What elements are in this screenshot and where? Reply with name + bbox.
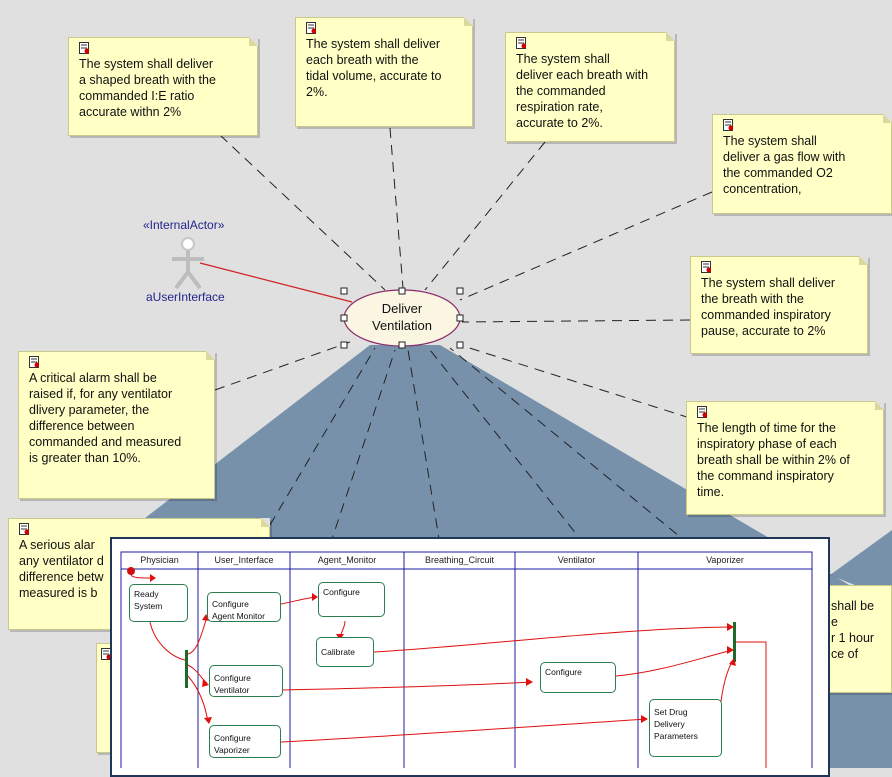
action-calibrate[interactable]: Calibrate xyxy=(316,637,374,667)
connector-v3 xyxy=(429,349,586,546)
note-o2[interactable]: The system shall deliver a gas flow with… xyxy=(712,114,892,214)
lane-physician: Physician xyxy=(140,555,179,565)
note-icon xyxy=(516,37,526,49)
note-resp-rate[interactable]: The system shall deliver each breath wit… xyxy=(505,32,675,142)
note-text: The system shall deliver a shaped breath… xyxy=(79,57,216,119)
actor-figure xyxy=(172,237,204,290)
note-text: The system shall deliver the breath with… xyxy=(701,276,836,338)
connector-pause xyxy=(461,319,691,323)
connector-insp xyxy=(459,344,691,419)
note-text: A serious alar any ventilator d differen… xyxy=(19,538,104,600)
note-tidal-volume[interactable]: The system shall deliver each breath wit… xyxy=(295,17,473,127)
note-icon xyxy=(306,22,316,34)
action-configure-agent[interactable]: Configure xyxy=(318,582,385,617)
actor-stereotype: «InternalActor» xyxy=(143,218,225,232)
action-set-drug-delivery[interactable]: Set Drug Delivery Parameters xyxy=(649,699,722,757)
connector-critical xyxy=(214,341,351,391)
note-inspiratory-time[interactable]: The length of time for the inspiratory p… xyxy=(686,401,884,515)
note-text: The system shall deliver each breath wit… xyxy=(306,37,442,99)
note-pause[interactable]: The system shall deliver the breath with… xyxy=(690,256,868,354)
actor-association xyxy=(199,262,353,303)
lane-vaporizer: Vaporizer xyxy=(706,555,744,565)
action-ready-system[interactable]: Ready System xyxy=(129,584,188,622)
note-icon xyxy=(79,42,89,54)
projection-wedge-right xyxy=(830,530,892,600)
actor-name[interactable]: aUserInterface xyxy=(146,290,225,304)
connector-o2 xyxy=(459,191,713,301)
lane-ventilator: Ventilator xyxy=(557,555,596,565)
action-configure-agent-monitor[interactable]: Configure Agent Monitor xyxy=(207,592,281,622)
connector-ie-ratio xyxy=(219,134,386,291)
action-configure-ventilator[interactable]: Configure Ventilator xyxy=(209,665,283,697)
connector-serious xyxy=(269,347,376,526)
note-text: The system shall deliver a gas flow with… xyxy=(723,134,846,196)
fork-bar xyxy=(185,650,188,688)
selection-handles xyxy=(340,287,464,349)
join-bar xyxy=(733,622,736,662)
note-icon xyxy=(723,119,733,131)
note-ie-ratio[interactable]: The system shall deliver a shaped breath… xyxy=(68,37,258,136)
connector-v4 xyxy=(449,347,691,546)
note-icon xyxy=(29,356,39,368)
lane-agent-monitor: Agent_Monitor xyxy=(317,555,377,565)
action-configure-vaporizer[interactable]: Configure Vaporizer xyxy=(209,725,281,758)
initial-node xyxy=(127,567,135,575)
lane-user-interface: User_Interface xyxy=(214,555,274,565)
note-icon xyxy=(697,406,707,418)
note-text: The length of time for the inspiratory p… xyxy=(697,421,850,499)
action-ventilator-configure[interactable]: Configure xyxy=(540,662,616,693)
note-critical-alarm[interactable]: A critical alarm shall be raised if, for… xyxy=(18,351,215,499)
usecase-label[interactable]: Deliver Ventilation xyxy=(372,301,432,333)
note-text: The system shall deliver each breath wit… xyxy=(516,52,649,130)
note-icon xyxy=(19,523,29,535)
connector-tidal xyxy=(389,127,404,289)
note-text: A critical alarm shall be raised if, for… xyxy=(29,371,182,465)
note-text: shall be e r 1 hour ce of xyxy=(831,599,875,661)
connector-v1 xyxy=(329,349,396,546)
note-icon xyxy=(701,261,711,273)
lane-breathing-circuit: Breathing_Circuit xyxy=(424,555,495,565)
connector-resp xyxy=(424,141,546,291)
